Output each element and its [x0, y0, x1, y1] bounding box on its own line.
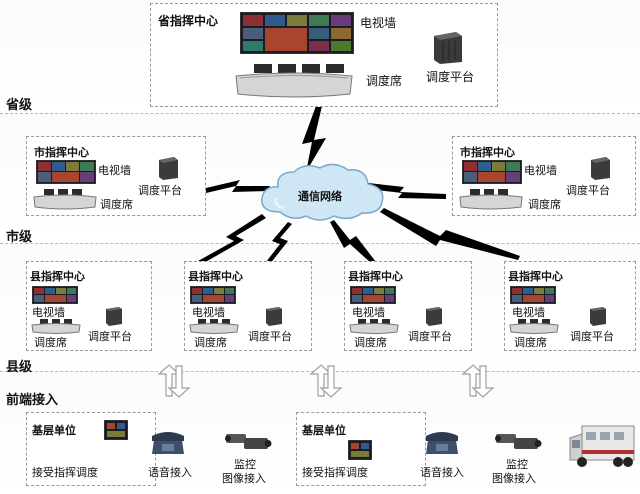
city-dispatch-seat-label-right: 调度席: [528, 199, 561, 211]
frontend-unit-screen-image-1: [104, 420, 128, 440]
lightning-bolt-county-2: [266, 222, 292, 264]
province-tv-wall-image: [240, 12, 354, 54]
county-tv-wall-label-4: 电视墙: [512, 307, 545, 319]
county-dispatch-platform-label-3: 调度平台: [408, 331, 452, 343]
lightning-bolt-county-4: [380, 208, 520, 260]
city-tv-wall-image-left: [36, 160, 96, 184]
network-cloud-icon: [261, 163, 384, 221]
county-tv-wall-label-1: 电视墙: [32, 307, 65, 319]
frontend-unit-screen-image-2: [348, 440, 372, 460]
county-dispatch-platform-server-icon-2: [266, 307, 282, 326]
command-vehicle-icon: [569, 425, 635, 467]
city-dispatch-seat-label-left: 调度席: [100, 199, 133, 211]
province-dispatch-seat-image: [235, 64, 353, 98]
county-tv-wall-label-3: 电视墙: [352, 307, 385, 319]
voice-access-label-1: 语音接入: [148, 467, 192, 479]
level-label-frontend: 前端接入: [6, 392, 59, 407]
city-tv-wall-image-right: [462, 160, 522, 184]
level-label-province: 省级: [6, 97, 33, 112]
county-dispatch-seat-image-1: [31, 319, 81, 334]
county-center-title-4: 县指挥中心: [508, 271, 563, 283]
level-label-city: 市级: [6, 229, 33, 244]
county-dispatch-seat-label-1: 调度席: [34, 337, 67, 349]
bidirectional-arrow-icon-2: [309, 364, 343, 398]
county-dispatch-platform-label-1: 调度平台: [88, 331, 132, 343]
province-dispatch-platform-label: 调度平台: [426, 70, 475, 84]
city-dispatch-seat-image-right: [459, 189, 523, 210]
county-dispatch-platform-label-4: 调度平台: [570, 331, 614, 343]
monitor-label-line2-2: 图像接入: [492, 473, 536, 485]
lightning-bolt-city-right: [368, 183, 446, 199]
voice-access-label-2: 语音接入: [420, 467, 464, 479]
county-tv-wall-image-3: [350, 286, 396, 304]
lightning-bolt-county-1: [198, 214, 266, 264]
county-center-box-1: [26, 261, 152, 351]
county-dispatch-seat-label-2: 调度席: [194, 337, 227, 349]
county-tv-wall-image-2: [190, 286, 236, 304]
lightning-bolt-city-left: [206, 180, 270, 193]
county-dispatch-seat-image-3: [349, 319, 399, 334]
province-dispatch-platform-server-icon: [434, 32, 462, 64]
city-dispatch-platform-server-icon-right: [591, 157, 610, 180]
county-dispatch-seat-image-4: [509, 319, 559, 334]
county-center-box-3: [344, 261, 472, 351]
phone-icon-2: [426, 432, 458, 454]
province-tv-wall-label: 电视墙: [360, 16, 397, 30]
lightning-bolt-province: [302, 106, 326, 172]
city-center-title-right: 市指挥中心: [460, 147, 515, 159]
county-dispatch-platform-server-icon-1: [106, 307, 122, 326]
county-dispatch-platform-label-2: 调度平台: [248, 331, 292, 343]
city-dispatch-platform-server-icon-left: [159, 157, 178, 180]
camera-icon-2: [495, 434, 542, 449]
county-dispatch-platform-server-icon-4: [590, 307, 606, 326]
city-dispatch-seat-image-left: [33, 189, 97, 210]
frontend-unit-receive-label-2: 接受指挥调度: [302, 467, 368, 479]
city-tv-wall-label-left: 电视墙: [98, 165, 131, 177]
county-dispatch-seat-image-2: [189, 319, 239, 334]
frontend-unit-box-1: [26, 412, 156, 486]
county-center-title-3: 县指挥中心: [348, 271, 403, 283]
city-center-title-left: 市指挥中心: [34, 147, 89, 159]
bidirectional-arrow-icon-1: [157, 364, 191, 398]
county-dispatch-platform-server-icon-3: [426, 307, 442, 326]
county-dispatch-seat-label-4: 调度席: [514, 337, 547, 349]
county-tv-wall-image-1: [32, 286, 78, 304]
county-center-title-1: 县指挥中心: [30, 271, 85, 283]
province-dispatch-seat-label: 调度席: [366, 74, 403, 88]
county-center-box-4: [504, 261, 636, 351]
city-dispatch-platform-label-left: 调度平台: [138, 185, 182, 197]
lightning-bolt-county-3: [330, 220, 376, 264]
county-dispatch-seat-label-3: 调度席: [354, 337, 387, 349]
network-label: 通信网络: [298, 191, 342, 203]
province-center-title: 省指挥中心: [158, 14, 219, 28]
county-tv-wall-label-2: 电视墙: [192, 307, 225, 319]
monitor-label-line1-2: 监控: [506, 459, 528, 471]
county-center-title-2: 县指挥中心: [188, 271, 243, 283]
county-center-box-2: [184, 261, 312, 351]
monitor-label-line1-1: 监控: [234, 459, 256, 471]
phone-icon-1: [152, 432, 184, 454]
city-tv-wall-label-right: 电视墙: [524, 165, 557, 177]
frontend-unit-receive-label-1: 接受指挥调度: [32, 467, 98, 479]
bidirectional-arrow-icon-3: [461, 364, 495, 398]
frontend-unit-title-2: 基层单位: [302, 425, 346, 437]
frontend-unit-title-1: 基层单位: [32, 425, 76, 437]
level-label-county: 县级: [6, 359, 33, 374]
camera-icon-1: [225, 434, 272, 449]
city-dispatch-platform-label-right: 调度平台: [566, 185, 610, 197]
monitor-label-line2-1: 图像接入: [222, 473, 266, 485]
county-tv-wall-image-4: [510, 286, 556, 304]
